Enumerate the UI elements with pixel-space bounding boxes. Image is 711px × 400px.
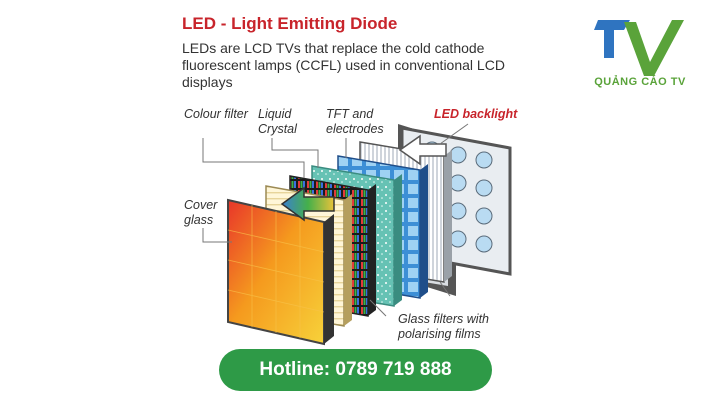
light-direction-arrows bbox=[280, 134, 447, 222]
label-led-backlight: LED backlight bbox=[434, 107, 518, 121]
label-tft-electrodes: TFT and electrodes bbox=[326, 107, 384, 136]
quang-cao-tv-logo-icon bbox=[594, 20, 684, 76]
label-cover-glass: Cover glass bbox=[184, 198, 218, 227]
label-liquid-crystal: Liquid Crystal bbox=[258, 107, 297, 136]
label-colour-filter: Colour filter bbox=[184, 107, 248, 121]
leader-lines bbox=[202, 123, 469, 317]
cover-glass-layer bbox=[227, 198, 334, 346]
intro-text: LEDs are LCD TVs that replace the cold c… bbox=[182, 40, 505, 90]
label-glass-filters: Glass filters with polarising films bbox=[398, 312, 489, 341]
diagram-title: LED - Light Emitting Diode bbox=[182, 14, 398, 33]
logo-text: QUẢNG CÁO TV bbox=[594, 76, 686, 88]
hotline-button[interactable]: Hotline: 0789 719 888 bbox=[219, 349, 492, 391]
